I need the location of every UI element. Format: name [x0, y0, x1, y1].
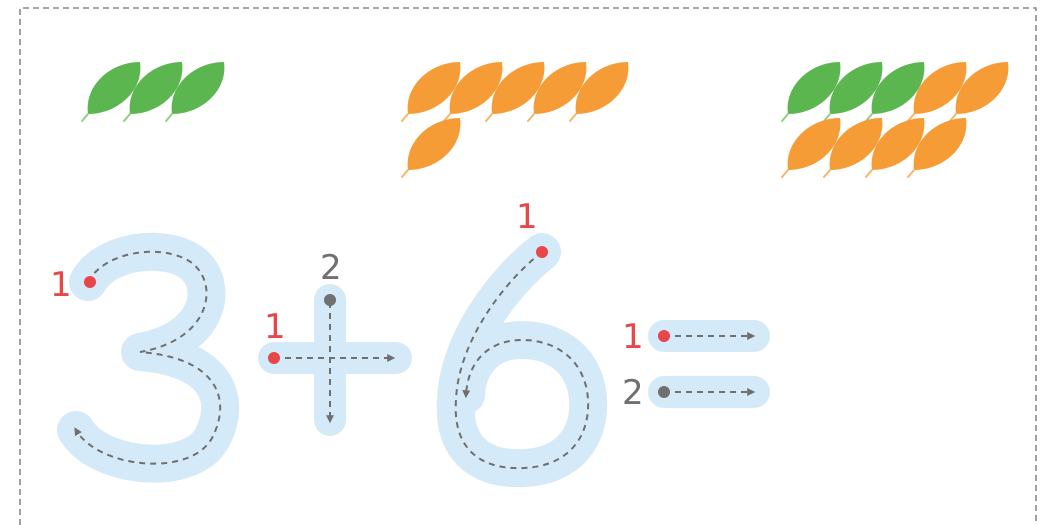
green-leaf-icon	[165, 62, 225, 122]
plus-step2-label: 2	[320, 248, 342, 288]
equals-step1-start-dot	[658, 330, 670, 342]
orange-leaf-icon	[907, 62, 967, 122]
orange-leaf-icon	[401, 118, 461, 178]
trace-equals-sign: 1 2	[622, 317, 770, 413]
equals-step2-start-dot	[658, 386, 670, 398]
plus-step1-label: 1	[264, 307, 286, 347]
orange-leaf-icon	[485, 62, 545, 122]
digit-three-trace-shape	[57, 232, 240, 483]
digit-six-start-dot	[536, 246, 548, 258]
trace-plus-sign: 1 2	[258, 248, 412, 436]
digit-three-start-dot	[84, 276, 96, 288]
plus-step1-start-dot	[268, 352, 280, 364]
green-leaf-icon	[81, 62, 141, 122]
orange-leaf-icon	[443, 62, 503, 122]
plus-step2-start-dot	[324, 294, 336, 306]
orange-leaf-icon	[907, 118, 967, 178]
green-leaf-icon	[865, 62, 925, 122]
digit-six-guide-line	[454, 251, 590, 470]
green-leaf-icon	[123, 62, 183, 122]
digit-six-trace-shape	[436, 233, 608, 488]
orange-leaf-icon	[781, 118, 841, 178]
leaf-group-middle	[401, 62, 629, 178]
orange-leaf-icon	[949, 62, 1009, 122]
orange-leaf-icon	[823, 118, 883, 178]
leaf-group-right	[781, 62, 1009, 178]
dashed-frame	[19, 7, 1037, 525]
digit-three-step-label: 1	[50, 265, 72, 305]
equals-step1-label: 1	[622, 317, 644, 357]
orange-leaf-icon	[527, 62, 587, 122]
green-leaf-icon	[781, 62, 841, 122]
digit-three-guide-line	[74, 250, 222, 465]
leaf-group-left	[81, 62, 225, 122]
equals-step2-label: 2	[622, 373, 644, 413]
orange-leaf-icon	[401, 62, 461, 122]
orange-leaf-icon	[569, 62, 629, 122]
digit-six-step-label: 1	[516, 197, 538, 237]
green-leaf-icon	[823, 62, 883, 122]
trace-digit-three: 1	[50, 232, 240, 483]
orange-leaf-icon	[865, 118, 925, 178]
trace-digit-six: 1	[436, 197, 608, 488]
